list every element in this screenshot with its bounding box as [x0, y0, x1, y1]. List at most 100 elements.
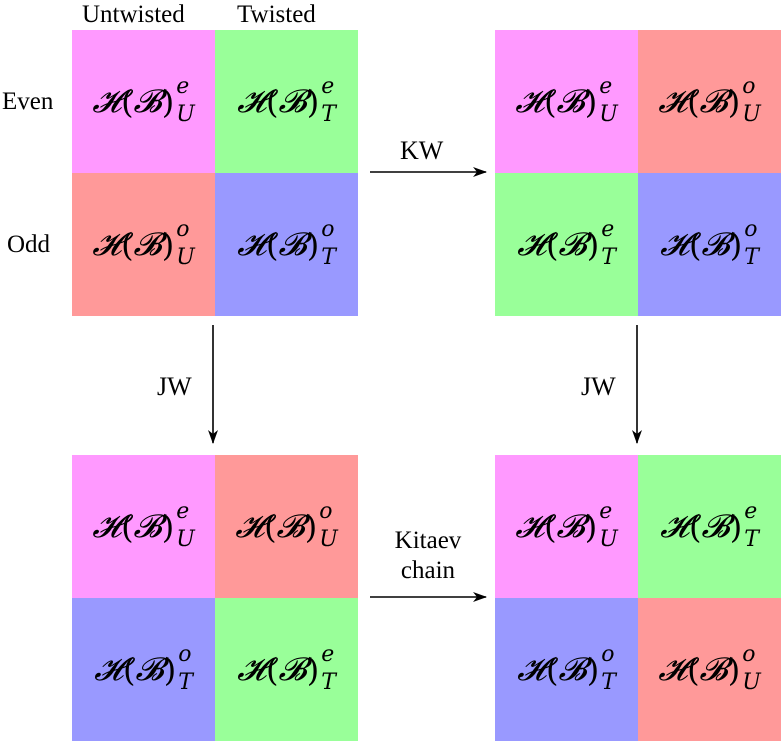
close-paren: ) — [727, 650, 741, 689]
twist-subscript: U — [319, 526, 338, 552]
twist-subscript: T — [744, 526, 759, 552]
script-h-symbol: 𝓗 — [94, 650, 123, 688]
script-h-symbol: 𝓗 — [237, 650, 266, 688]
parity-superscript: o — [321, 216, 335, 242]
twist-subscript: T — [321, 244, 336, 270]
twist-subscript: U — [176, 244, 195, 270]
close-paren: ) — [306, 650, 320, 689]
script-b-symbol: 𝓑 — [278, 225, 307, 263]
open-paren: ( — [265, 82, 279, 121]
twist-subscript: U — [599, 526, 618, 552]
parity-superscript: e — [599, 498, 613, 524]
parity-superscript: e — [601, 216, 615, 242]
script-b-symbol: 𝓑 — [133, 507, 162, 545]
script-h-symbol: 𝓗 — [515, 82, 545, 120]
open-paren: ( — [687, 82, 700, 121]
script-b-symbol: 𝓑 — [135, 650, 164, 688]
twist-subscript: T — [321, 101, 336, 127]
script-b-symbol: 𝓑 — [556, 82, 585, 120]
close-paren: ) — [586, 650, 600, 689]
kitaev-label-line2: chain — [400, 557, 456, 584]
close-paren: ) — [304, 507, 318, 546]
script-b-symbol: 𝓑 — [133, 225, 162, 263]
kitaev-label: Kitaev chain — [370, 526, 486, 586]
close-paren: ) — [729, 507, 743, 546]
script-h-symbol: 𝓗 — [235, 507, 265, 545]
parity-superscript: e — [599, 73, 613, 99]
close-paren: ) — [584, 82, 598, 121]
row-label-even: Even — [2, 88, 54, 115]
script-b-symbol: 𝓑 — [556, 507, 585, 545]
close-paren: ) — [161, 225, 175, 264]
open-paren: ( — [545, 225, 559, 264]
parity-superscript: e — [321, 641, 335, 667]
parity-superscript: o — [176, 216, 190, 242]
twist-subscript: U — [599, 101, 618, 127]
close-paren: ) — [163, 650, 177, 689]
close-paren: ) — [586, 225, 600, 264]
open-paren: ( — [688, 225, 702, 264]
row-label-odd: Odd — [7, 231, 51, 258]
kw-label: KW — [400, 136, 444, 165]
open-paren: ( — [121, 225, 134, 264]
open-paren: ( — [121, 82, 134, 121]
script-h-symbol: 𝓗 — [517, 225, 546, 263]
parity-superscript: o — [742, 641, 756, 667]
parity-superscript: o — [319, 498, 333, 524]
open-paren: ( — [265, 650, 279, 689]
parity-superscript: e — [176, 73, 190, 99]
script-h-symbol: 𝓗 — [92, 82, 122, 120]
close-paren: ) — [306, 225, 320, 264]
open-paren: ( — [264, 507, 277, 546]
jw-left-label: JW — [157, 372, 192, 401]
kitaev-label-line1: Kitaev — [394, 527, 462, 554]
script-b-symbol: 𝓑 — [699, 650, 728, 688]
script-b-symbol: 𝓑 — [278, 650, 307, 688]
header-untwisted: Untwisted — [82, 1, 185, 28]
open-paren: ( — [688, 507, 702, 546]
open-paren: ( — [544, 507, 557, 546]
parity-superscript: o — [601, 641, 615, 667]
script-b-symbol: 𝓑 — [699, 82, 728, 120]
script-h-symbol: 𝓗 — [660, 507, 689, 545]
script-h-symbol: 𝓗 — [515, 507, 545, 545]
twist-subscript: T — [321, 669, 336, 695]
twist-subscript: T — [601, 669, 616, 695]
open-paren: ( — [121, 507, 134, 546]
